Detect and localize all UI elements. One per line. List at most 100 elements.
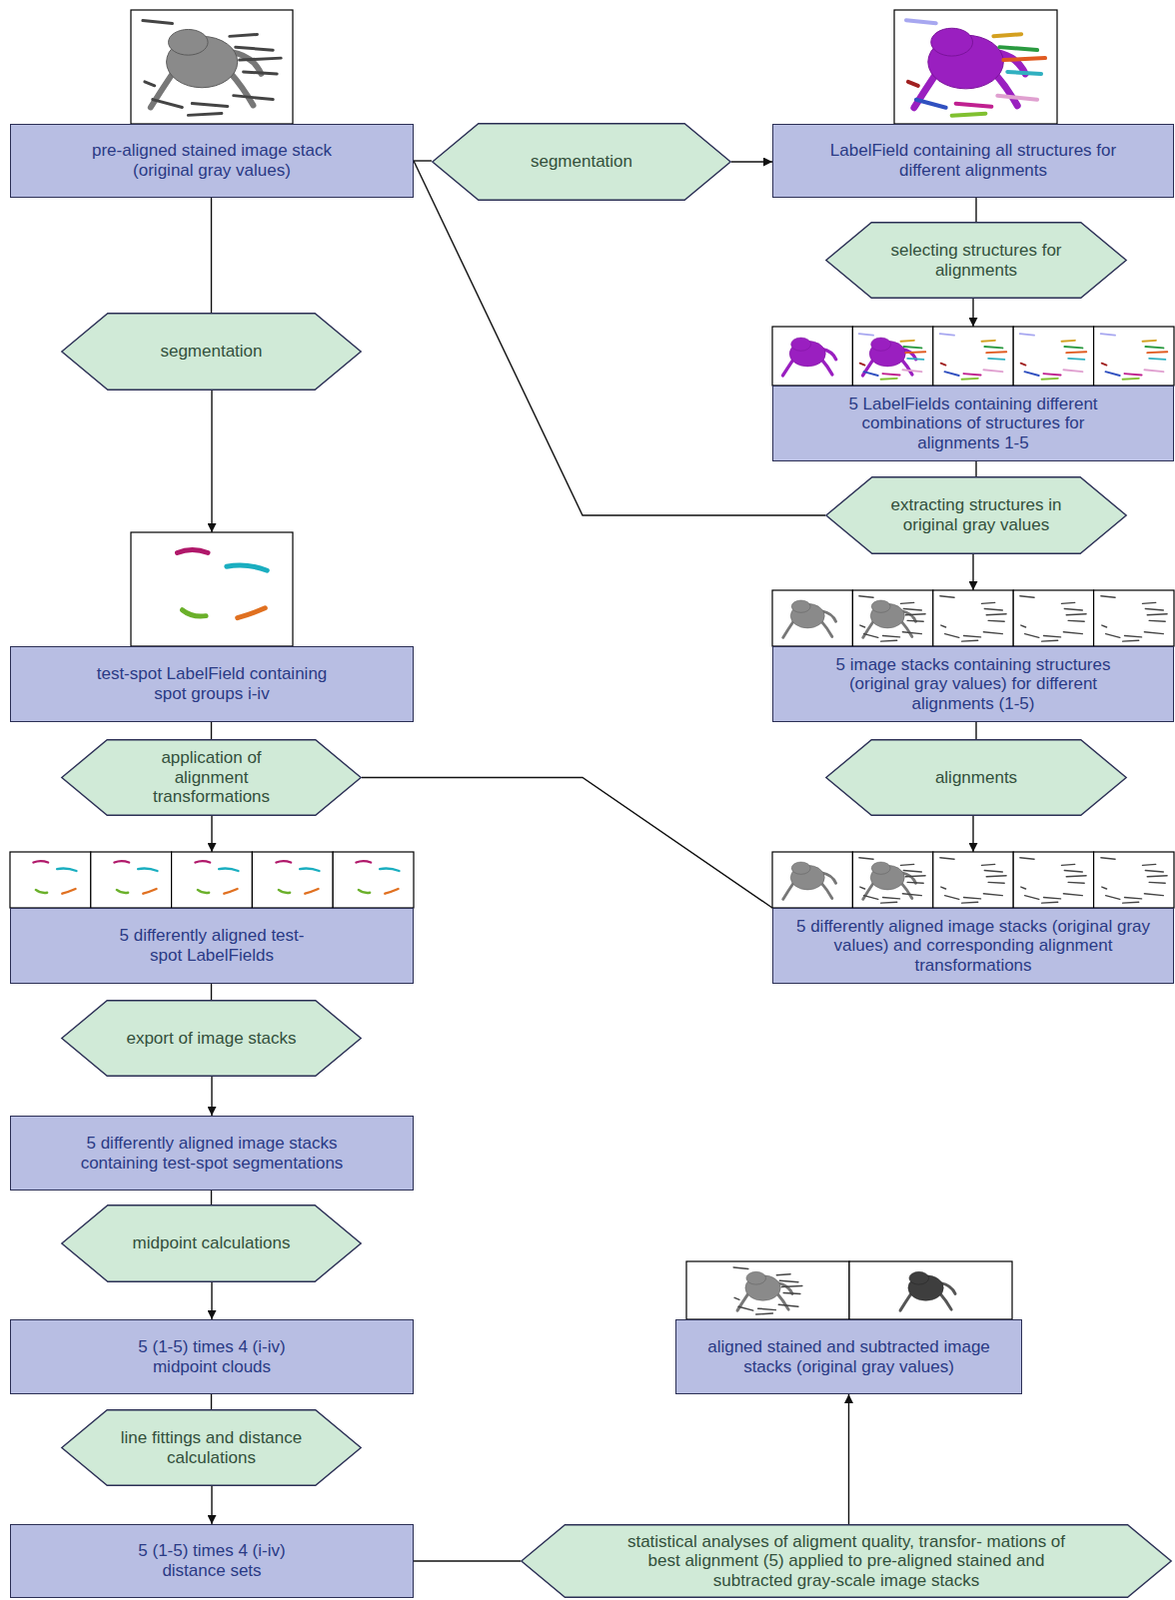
node-text: statistical analyses of aligment quality…	[611, 1532, 1082, 1592]
node-text: midpoint calculations	[132, 1233, 291, 1254]
connector	[731, 160, 773, 162]
thumb-strip	[772, 326, 1175, 386]
frog-figure	[900, 1271, 956, 1311]
thumb-frame	[1013, 590, 1094, 647]
thumb-frame	[852, 852, 933, 909]
process-hexagon: extracting structures in original gray v…	[825, 476, 1128, 555]
node-text: 5 (1-5) times 4 (i-iv) distance sets	[111, 1541, 312, 1581]
hexagon-body: selecting structures for alignments	[825, 221, 1128, 299]
connector	[210, 1077, 212, 1117]
process-hexagon: export of image stacks	[60, 1000, 362, 1078]
node-text: pre-aligned stained image stack (origina…	[61, 140, 362, 180]
test-spots	[355, 861, 399, 895]
connector	[413, 159, 432, 161]
box-body: 5 differently aligned image stacks conta…	[9, 1116, 414, 1191]
thumb-frame	[1094, 326, 1175, 386]
structure-bars	[940, 596, 1007, 642]
node-text: alignments	[935, 768, 1018, 789]
hexagon-body: alignments	[825, 739, 1128, 817]
thumb-frame	[1013, 326, 1094, 386]
thumb-frame	[852, 590, 933, 647]
connector	[210, 1486, 212, 1525]
data-box: aligned stained and subtracted image sta…	[675, 1319, 1023, 1395]
box-body: aligned stained and subtracted image sta…	[675, 1319, 1023, 1395]
hexagon-shape	[826, 477, 1127, 554]
node-text: 5 image stacks containing structures (or…	[828, 655, 1119, 715]
test-spots	[32, 861, 76, 895]
thumb-frame	[772, 852, 853, 909]
thumb-frame	[1094, 852, 1175, 909]
thumb-frame	[90, 852, 172, 909]
node-text: selecting structures for alignments	[886, 240, 1067, 280]
box-body: 5 differently aligned test-spot LabelFie…	[9, 908, 414, 985]
thumb-frame	[772, 326, 853, 386]
thumb-frame	[171, 852, 253, 909]
data-box: test-spot LabelField containing spot gro…	[9, 532, 414, 723]
thumb-frame	[849, 1261, 1013, 1320]
data-box: 5 differently aligned test-spot LabelFie…	[9, 852, 414, 985]
box-body: pre-aligned stained image stack (origina…	[9, 123, 414, 198]
data-box: pre-aligned stained image stack (origina…	[9, 123, 414, 198]
connector	[975, 722, 977, 740]
structure-bars	[859, 596, 926, 642]
test-spots	[275, 861, 319, 895]
box-body: test-spot LabelField containing spot gro…	[9, 646, 414, 723]
hexagon-body: statistical analyses of aligment quality…	[520, 1524, 1173, 1599]
process-hexagon: statistical analyses of aligment quality…	[520, 1524, 1173, 1599]
structure-bars	[1101, 858, 1168, 904]
structure-bars	[940, 858, 1007, 904]
frog-label	[783, 337, 837, 376]
thumb-strip	[9, 852, 414, 909]
structure-labels	[859, 333, 927, 380]
box-body: 5 (1-5) times 4 (i-iv) distance sets	[9, 1524, 414, 1599]
node-text: test-spot LabelField containing spot gro…	[81, 664, 342, 704]
node-text: 5 differently aligned image stacks conta…	[61, 1134, 362, 1174]
thumb-frame	[933, 326, 1014, 386]
hexagon-shape	[61, 1001, 361, 1077]
thumb-frame	[686, 1261, 850, 1320]
thumb-frame	[933, 852, 1014, 909]
data-box: 5 (1-5) times 4 (i-iv) midpoint clouds	[9, 1319, 414, 1395]
structure-labels	[940, 333, 1008, 380]
test-spots	[176, 550, 267, 619]
node-text: application of alignment transformations	[136, 748, 287, 808]
connector	[972, 554, 974, 591]
box-body: 5 (1-5) times 4 (i-iv) midpoint clouds	[9, 1319, 414, 1395]
connector	[848, 1394, 850, 1525]
thumb-frame	[130, 9, 293, 124]
connector	[975, 461, 977, 477]
frog-figure	[783, 862, 837, 900]
connector	[361, 778, 773, 910]
node-text: export of image stacks	[125, 1029, 296, 1050]
hexagon-shape	[521, 1525, 1172, 1598]
test-spots	[194, 861, 238, 895]
thumb-frame	[130, 532, 293, 647]
process-hexagon: line fittings and distance calculations	[60, 1409, 362, 1487]
hexagon-body: line fittings and distance calculations	[60, 1409, 362, 1487]
connector	[413, 1560, 521, 1562]
hexagon-body: midpoint calculations	[60, 1204, 362, 1283]
structure-bars	[1101, 596, 1168, 642]
connector	[210, 390, 212, 533]
thumb-frame	[9, 852, 91, 909]
hexagon-body: segmentation	[60, 312, 362, 391]
data-box: 5 differently aligned image stacks (orig…	[772, 852, 1175, 985]
structure-labels	[1101, 333, 1169, 380]
thumb-frame	[772, 590, 853, 647]
thumb-frame	[332, 852, 414, 909]
structure-bars	[1020, 596, 1087, 642]
hexagon-body: application of alignment transformations	[60, 739, 362, 817]
hexagon-body: segmentation	[431, 122, 732, 201]
frog-figure	[783, 600, 837, 638]
node-text: line fittings and distance calculations	[116, 1428, 307, 1468]
thumb-frame	[1013, 852, 1094, 909]
data-box: 5 differently aligned image stacks conta…	[9, 1116, 414, 1191]
box-body: LabelField containing all structures for…	[772, 123, 1175, 198]
node-text: segmentation	[159, 341, 262, 362]
structure-bars	[733, 1267, 803, 1315]
connector	[972, 816, 974, 853]
box-body: 5 differently aligned image stacks (orig…	[772, 908, 1175, 985]
hexagon-body: export of image stacks	[60, 1000, 362, 1078]
node-text: segmentation	[530, 151, 633, 172]
hexagon-body: extracting structures in original gray v…	[825, 476, 1128, 555]
